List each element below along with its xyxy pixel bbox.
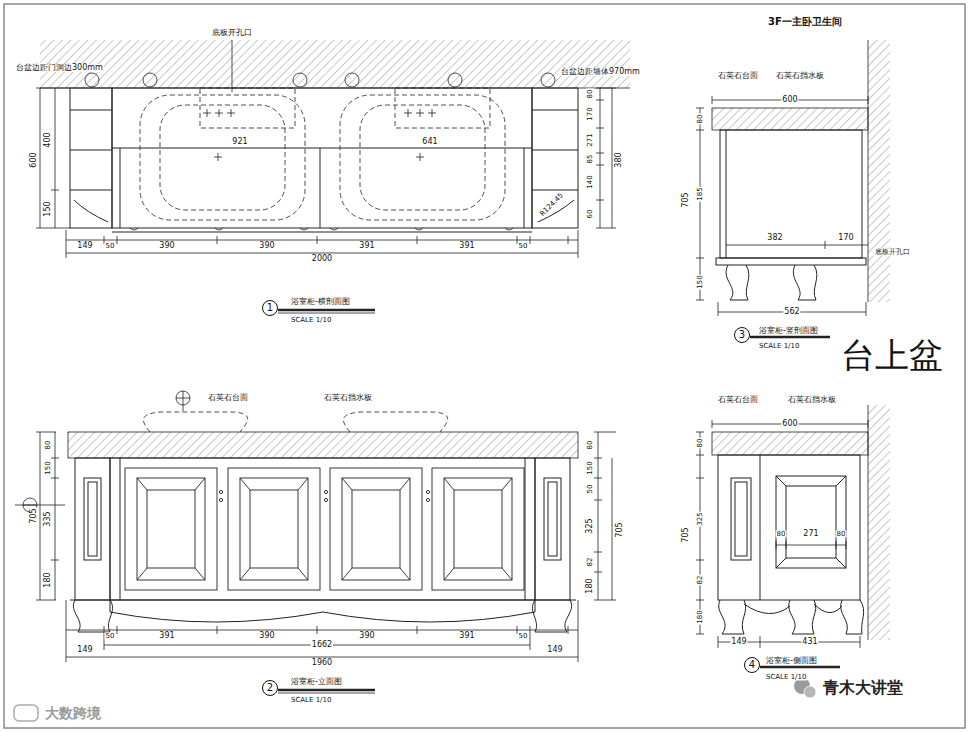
dimension-text: 50 [518, 243, 529, 250]
dimension-text: 50 [105, 633, 116, 640]
dimension-text: 80 [697, 114, 704, 125]
annotation-text: SCALE 1/10 [290, 697, 332, 704]
dimension-text: 335 [44, 510, 52, 527]
dimension-text: 390 [258, 242, 275, 250]
dimension-text: 705 [616, 521, 624, 538]
annotation-text: SCALE 1/10 [758, 343, 800, 350]
annotation-text: 青木大讲堂 [822, 680, 904, 696]
dimension-text: 82 [587, 557, 594, 568]
dimension-text: 50 [518, 633, 529, 640]
dimension-text: 390 [358, 632, 375, 640]
dimension-text: 170 [587, 106, 594, 121]
annotation-text: 浴室柜-竖剖面图 [758, 327, 819, 335]
dimension-text: 150 [44, 200, 52, 217]
dimension-text: 705 [682, 526, 690, 543]
dimension-text: 50 [105, 243, 116, 250]
dimension-text: 705 [682, 191, 690, 208]
annotation-text: SCALE 1/10 [290, 317, 332, 324]
dimension-text: 600 [30, 151, 38, 168]
dimension-text: 80 [697, 438, 704, 449]
annotation-text: SCALE 1/10 [765, 674, 807, 681]
annotation-text: 石英石台面 [717, 72, 759, 80]
view-number: 4 [749, 660, 755, 670]
dimension-text: 149 [76, 646, 93, 654]
dimension-text: 149 [76, 242, 93, 250]
dimension-text: 600 [781, 96, 798, 104]
dimension-text: 2000 [311, 255, 333, 263]
dimension-text: 180 [44, 571, 52, 588]
view-number-circle: 3 [734, 327, 750, 343]
annotation-text: 台上盆 [840, 338, 944, 372]
dimension-text: 382 [766, 234, 783, 242]
dimension-text: 391 [458, 632, 475, 640]
dimension-text: 140 [587, 174, 594, 189]
view-number-circle: 2 [262, 680, 278, 696]
annotation-text: 石英石挡水板 [787, 396, 837, 404]
dimension-text: 431 [801, 638, 818, 646]
annotation-text: 石英石台面 [717, 396, 759, 404]
dimension-text: 390 [258, 632, 275, 640]
dimension-text: 391 [358, 242, 375, 250]
dimension-text: 180 [586, 577, 594, 594]
dimension-text: 149 [546, 646, 563, 654]
dimension-text: 705 [30, 507, 38, 524]
dimension-text: 82 [697, 575, 704, 586]
dimension-text: 391 [158, 632, 175, 640]
annotation-text: 石英石挡水板 [775, 72, 825, 80]
dimension-text: 390 [158, 242, 175, 250]
annotation-text: 台盆边距门洞边300mm [15, 64, 104, 72]
annotation-text: 台盆边距墙体970mm [560, 68, 641, 76]
annotation-text: 石英石挡水板 [323, 394, 373, 402]
dimension-text: 271 [802, 530, 819, 538]
dimension-text: 150 [697, 274, 704, 289]
dimension-text: 50 [587, 484, 594, 495]
dimension-text: 170 [837, 234, 854, 242]
dimension-text: 60 [587, 209, 594, 220]
annotation-text: 浴室柜-立面图 [290, 678, 343, 686]
dimension-text: 1960 [311, 659, 333, 667]
dimension-text: 1662 [311, 641, 333, 649]
dimension-text: 149 [730, 638, 747, 646]
dimension-text: 325 [586, 517, 594, 534]
dimension-text: 150 [587, 460, 594, 475]
annotation-text: 底板开孔口 [211, 29, 253, 37]
dimension-text: 380 [615, 151, 623, 168]
annotation-text: 3F一主卧卫生间 [767, 17, 843, 27]
view-number: 3 [739, 330, 745, 340]
dimension-text: 562 [783, 308, 800, 316]
dimension-text: 400 [44, 131, 52, 148]
view-number-circle: 4 [744, 657, 760, 673]
dimension-text: 80 [587, 89, 594, 100]
annotation-text: 底板开孔口 [874, 249, 911, 256]
dimension-text: 600 [781, 420, 798, 428]
annotation-text: 大数跨境 [44, 706, 102, 720]
view-number-circle: 1 [262, 300, 278, 316]
view-number: 2 [267, 683, 273, 693]
dimension-text: 80 [587, 440, 594, 451]
dimension-text: 391 [458, 242, 475, 250]
dimension-text: 325 [697, 511, 704, 526]
annotation-text: 浴室柜-侧面图 [765, 657, 818, 665]
view-number: 1 [267, 303, 273, 313]
dimension-text: 921 [231, 138, 248, 146]
dimension-text: 80 [45, 440, 52, 451]
dimension-text: 150 [45, 460, 52, 475]
annotation-text: 浴室柜-横剖面图 [290, 298, 351, 306]
dimension-text: 80 [836, 531, 847, 538]
dimension-text: 80 [776, 531, 787, 538]
dimension-text: 85 [587, 154, 594, 165]
dimension-text: 180 [697, 609, 704, 624]
annotation-text: 石英石台面 [207, 394, 249, 402]
dimension-text: 271 [587, 132, 594, 147]
dimension-text: 641 [421, 138, 438, 146]
dimension-text: 185 [697, 186, 704, 201]
